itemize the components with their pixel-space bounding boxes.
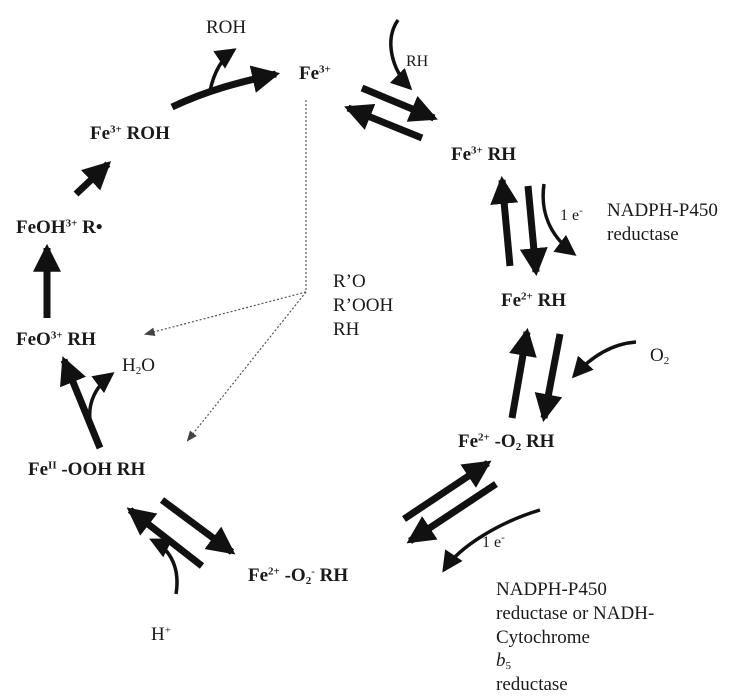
reagent-electron-2: 1 e- — [482, 531, 505, 551]
reagent-rh: RH — [406, 53, 429, 70]
arrow-water-loss — [60, 356, 104, 450]
species-feo3-rh: FeO3+ RH — [16, 329, 96, 350]
arrow-first-reduction-reverse — [490, 175, 519, 267]
species-fe3-roh: Fe3+ ROH — [90, 123, 170, 144]
species-feoh3-r: FeOH3+ R• — [16, 217, 103, 238]
shunt-arrow-feo — [143, 291, 307, 336]
arrow-o2-input — [571, 340, 637, 379]
species-fe2-o2-minus-rh: Fe2+ -O2- RH — [248, 565, 349, 587]
species-fe2-o2-rh: Fe2+ -O2 RH — [458, 431, 555, 453]
arrow-electron-2 — [442, 508, 541, 573]
product-h2o: H2O — [122, 355, 155, 377]
arrow-roh-branch — [208, 48, 237, 92]
arrow-oxygen-binding — [534, 333, 564, 423]
arrow-second-reduction-reverse — [402, 460, 492, 522]
arrow-oxygen-release — [508, 327, 537, 419]
arrow-second-reduction — [406, 481, 498, 544]
reagent-o2: O2 — [650, 345, 670, 367]
species-fe3-rh: Fe3+ RH — [451, 144, 517, 165]
arrow-rh-input — [389, 18, 413, 91]
p450-cycle-diagram — [33, 18, 637, 595]
shunt-arrow-feooh — [186, 291, 307, 442]
species-fe3: Fe3+ — [299, 63, 331, 84]
enzyme-reductase-or-b5: NADPH-P450 reductase or NADH- Cytochrome… — [496, 579, 655, 695]
product-roh: ROH — [206, 17, 247, 38]
species-feii-ooh-rh: FeII -OOH RH — [28, 459, 146, 480]
enzyme-nadph-p450-reductase: NADPH-P450 reductase — [607, 200, 718, 245]
arrow-h2o-branch — [87, 372, 115, 421]
arrow-protonation-reverse — [126, 507, 205, 569]
arrow-substrate-binding — [360, 84, 438, 122]
shunt-reagents: R’O R’OOH RH — [333, 271, 394, 340]
arrow-rebound — [73, 161, 112, 197]
arrow-electron-1 — [541, 183, 577, 256]
arrow-protonation — [159, 497, 236, 555]
arrow-first-reduction — [519, 185, 548, 277]
reagent-h-plus: H+ — [151, 624, 171, 645]
arrow-h-plus-input — [149, 538, 179, 595]
species-fe2-rh: Fe2+ RH — [501, 290, 567, 311]
arrow-roh-release — [170, 65, 281, 111]
arrow-substrate-release — [344, 103, 424, 142]
reagent-electron-1: 1 e- — [560, 204, 583, 224]
